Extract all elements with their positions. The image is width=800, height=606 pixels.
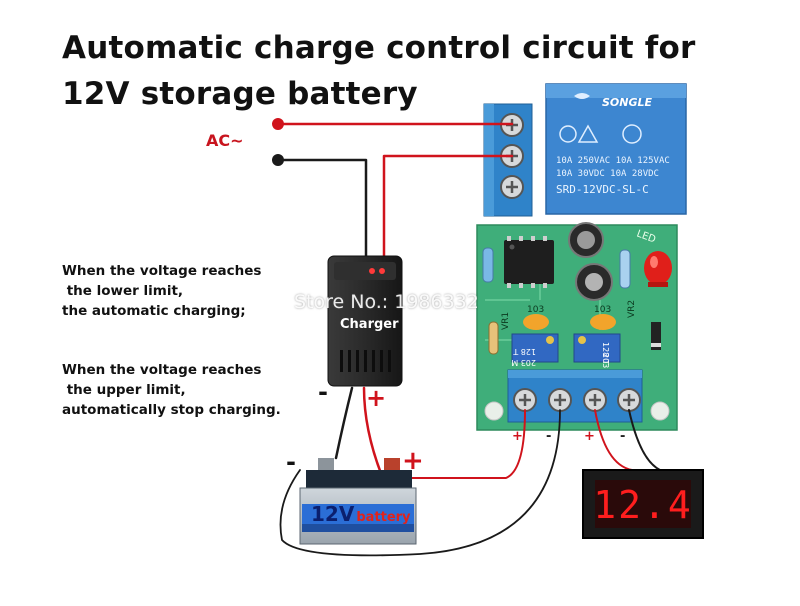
battery-negative-wire — [279, 409, 561, 557]
charger-indicator — [379, 268, 385, 274]
charger-indicator — [369, 268, 375, 274]
charger-output-black — [334, 386, 354, 460]
mount-hole — [650, 401, 670, 421]
input-terminal-block — [483, 103, 533, 217]
store-watermark: Store No.: 1986332 — [294, 291, 479, 313]
battery-plus-sign: + — [402, 446, 424, 476]
diode-band — [651, 343, 661, 347]
pot-code: 103 — [527, 305, 544, 315]
relay-ul-icon — [622, 124, 642, 144]
voltage-display: 12.4 — [582, 469, 704, 539]
diode — [651, 322, 661, 350]
charger-plus-sign: + — [366, 384, 387, 412]
led — [644, 251, 672, 287]
charger-label: Charger — [340, 317, 399, 332]
display-negative-wire — [628, 409, 661, 471]
terminal-screw — [513, 388, 537, 412]
terminal-screw — [583, 388, 607, 412]
diagram-title-line-1: Automatic charge control circuit for — [62, 30, 696, 66]
battery-positive-wire — [397, 409, 526, 479]
svg-text:128 T: 128 T — [601, 342, 610, 365]
diagram-title-line-2: 12V storage battery — [62, 76, 418, 112]
charger-minus-sign: - — [318, 378, 328, 406]
resistor — [619, 249, 631, 289]
output-terminal-block — [507, 369, 643, 423]
battery-minus-sign: - — [286, 448, 296, 476]
trimmer-pot: 128 T 203 M — [511, 333, 559, 367]
resistor — [488, 321, 499, 355]
ac-terminal-black — [272, 154, 284, 166]
charger — [327, 255, 403, 387]
ic-chip — [504, 240, 554, 284]
battery — [299, 458, 417, 545]
relay-brand: SONGLE — [602, 96, 653, 109]
terminal-mark: - — [620, 429, 625, 444]
upper-limit-description: When the voltage reaches the upper limit… — [62, 362, 281, 418]
battery-voltage-label: 12V — [311, 502, 355, 526]
resistor — [482, 247, 494, 283]
relay-logo — [574, 93, 590, 99]
capacitor — [575, 263, 613, 301]
pot-code: 103 — [594, 305, 611, 315]
battery-word-label: battery — [356, 510, 411, 525]
terminal-mark: - — [546, 429, 551, 444]
pcb-traces — [485, 240, 601, 341]
control-board: LED 103 103 VR1 VR2 128 T 203 M 128 T 20… — [476, 222, 678, 444]
capacitor — [568, 222, 604, 258]
wires — [276, 122, 661, 557]
relay-spec-1: 10A 250VAC 10A 125VAC — [556, 156, 670, 166]
svg-text:203 M: 203 M — [511, 358, 536, 367]
relay: SONGLE 10A 250VAC 10A 125VAC 10A 30VDC 1… — [545, 83, 687, 215]
ceramic-cap — [590, 314, 616, 330]
charger-vents — [340, 350, 391, 372]
ceramic-cap — [523, 314, 549, 330]
relay-warning-icon — [577, 124, 599, 143]
mount-hole — [484, 401, 504, 421]
charger-wire-red — [382, 154, 514, 258]
terminal-screw — [617, 388, 641, 412]
relay-model: SRD-12VDC-SL-C — [556, 183, 649, 196]
terminal-mark: + — [512, 429, 523, 444]
display-readout: 12.4 — [593, 483, 693, 527]
svg-text:128 T: 128 T — [513, 347, 536, 356]
terminal-mark: + — [584, 429, 595, 444]
ic-notch — [509, 244, 515, 250]
display-positive-wire — [594, 409, 633, 471]
trimmer-pot: 128 T 203 M — [573, 333, 621, 378]
ac-terminal-red — [272, 118, 284, 130]
relay-spec-2: 10A 30VDC 10A 28VDC — [556, 169, 659, 179]
ac-wire-black — [276, 158, 368, 258]
vr2-label: VR2 — [627, 300, 637, 318]
ac-label: AC~ — [206, 131, 244, 150]
svg-text:203 M: 203 M — [601, 353, 610, 378]
lower-limit-description: When the voltage reaches the lower limit… — [62, 263, 262, 319]
ic-pins — [507, 236, 547, 288]
vr1-label: VR1 — [501, 312, 511, 330]
terminal-screw — [500, 175, 524, 199]
terminal-screw — [548, 388, 572, 412]
relay-cert-icon — [559, 125, 577, 143]
